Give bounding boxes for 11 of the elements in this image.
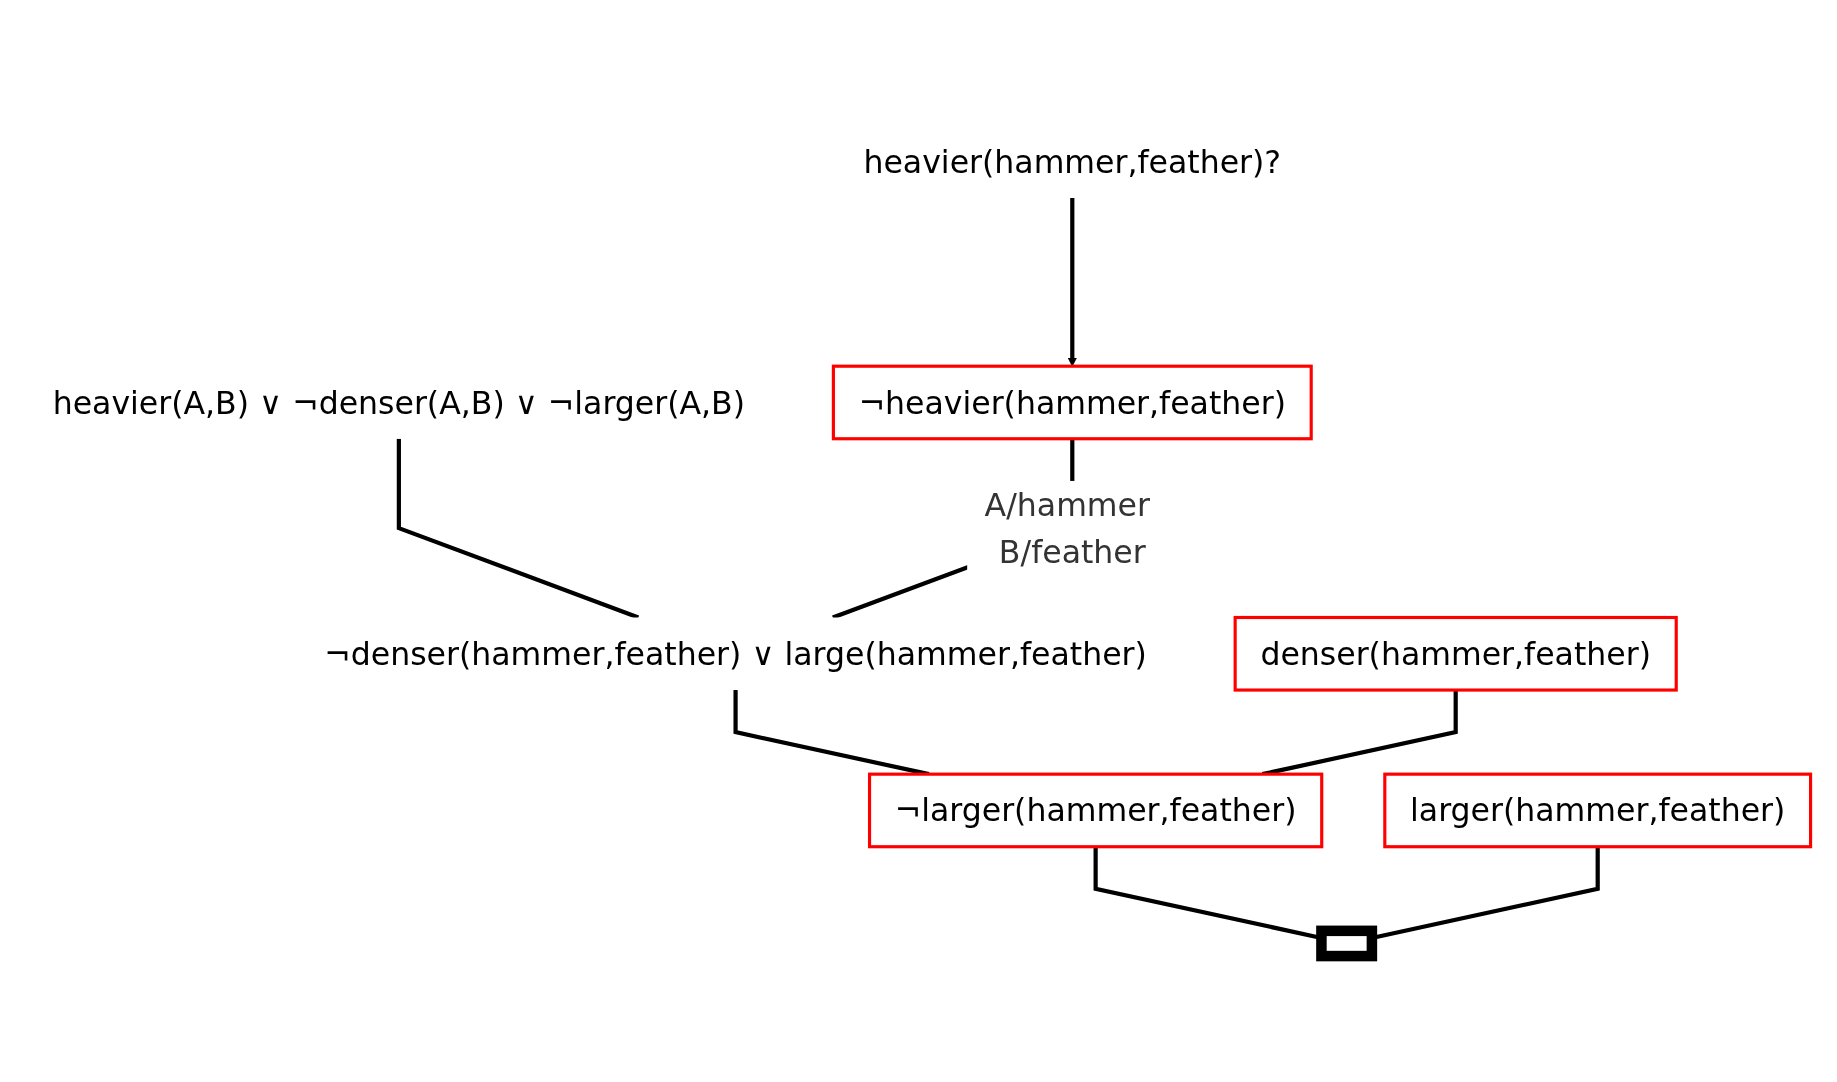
arrow	[1067, 198, 1077, 367]
node-box: ¬larger(hammer,feather)	[867, 772, 1323, 849]
node-box	[1315, 925, 1377, 962]
node-text: ¬denser(hammer,feather) ∨ large(hammer,feather)	[323, 635, 1147, 673]
node-box: larger(hammer,feather)	[1382, 772, 1812, 849]
node-text: heavier(A,B) ∨ ¬denser(A,B) ∨ ¬larger(A,B)	[52, 384, 745, 422]
connector	[396, 439, 639, 620]
edge-label: A/hammer B/feather	[984, 486, 1150, 571]
node-text: heavier(hammer,feather)?	[862, 143, 1281, 181]
node-box: denser(hammer,feather)	[1233, 616, 1678, 692]
node-box: ¬heavier(hammer,feather)	[831, 364, 1313, 441]
